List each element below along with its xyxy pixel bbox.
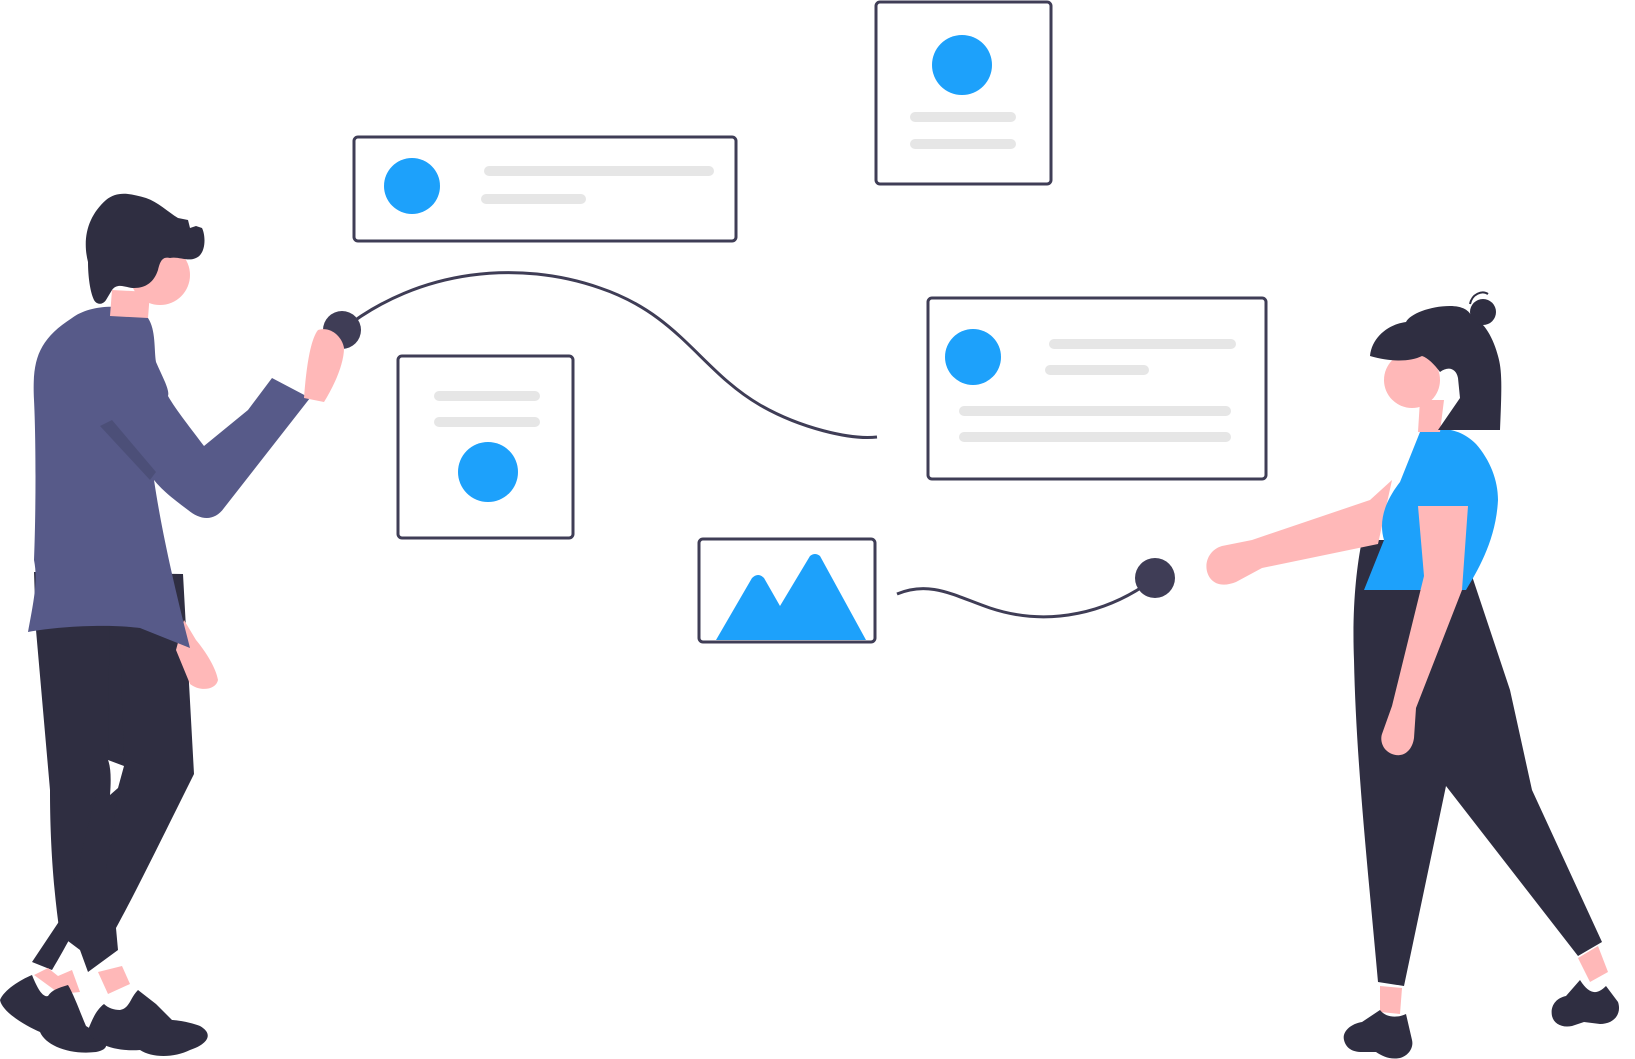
man-figure [0, 193, 344, 1056]
card-image [697, 537, 877, 644]
card-right [926, 296, 1268, 481]
avatar-circle-icon [458, 442, 518, 502]
card-top-left [352, 135, 738, 243]
woman-figure [1206, 291, 1620, 1059]
connector-dot-lower [1135, 558, 1175, 598]
connector-curve-upper [341, 271, 878, 439]
card-top-center [874, 0, 1053, 186]
avatar-circle-icon [945, 329, 1001, 385]
avatar-circle-icon [384, 158, 440, 214]
mountain-image-icon [716, 554, 866, 640]
connector-curve-lower [896, 576, 1156, 619]
card-middle-left [396, 354, 575, 540]
avatar-circle-icon [932, 35, 992, 95]
